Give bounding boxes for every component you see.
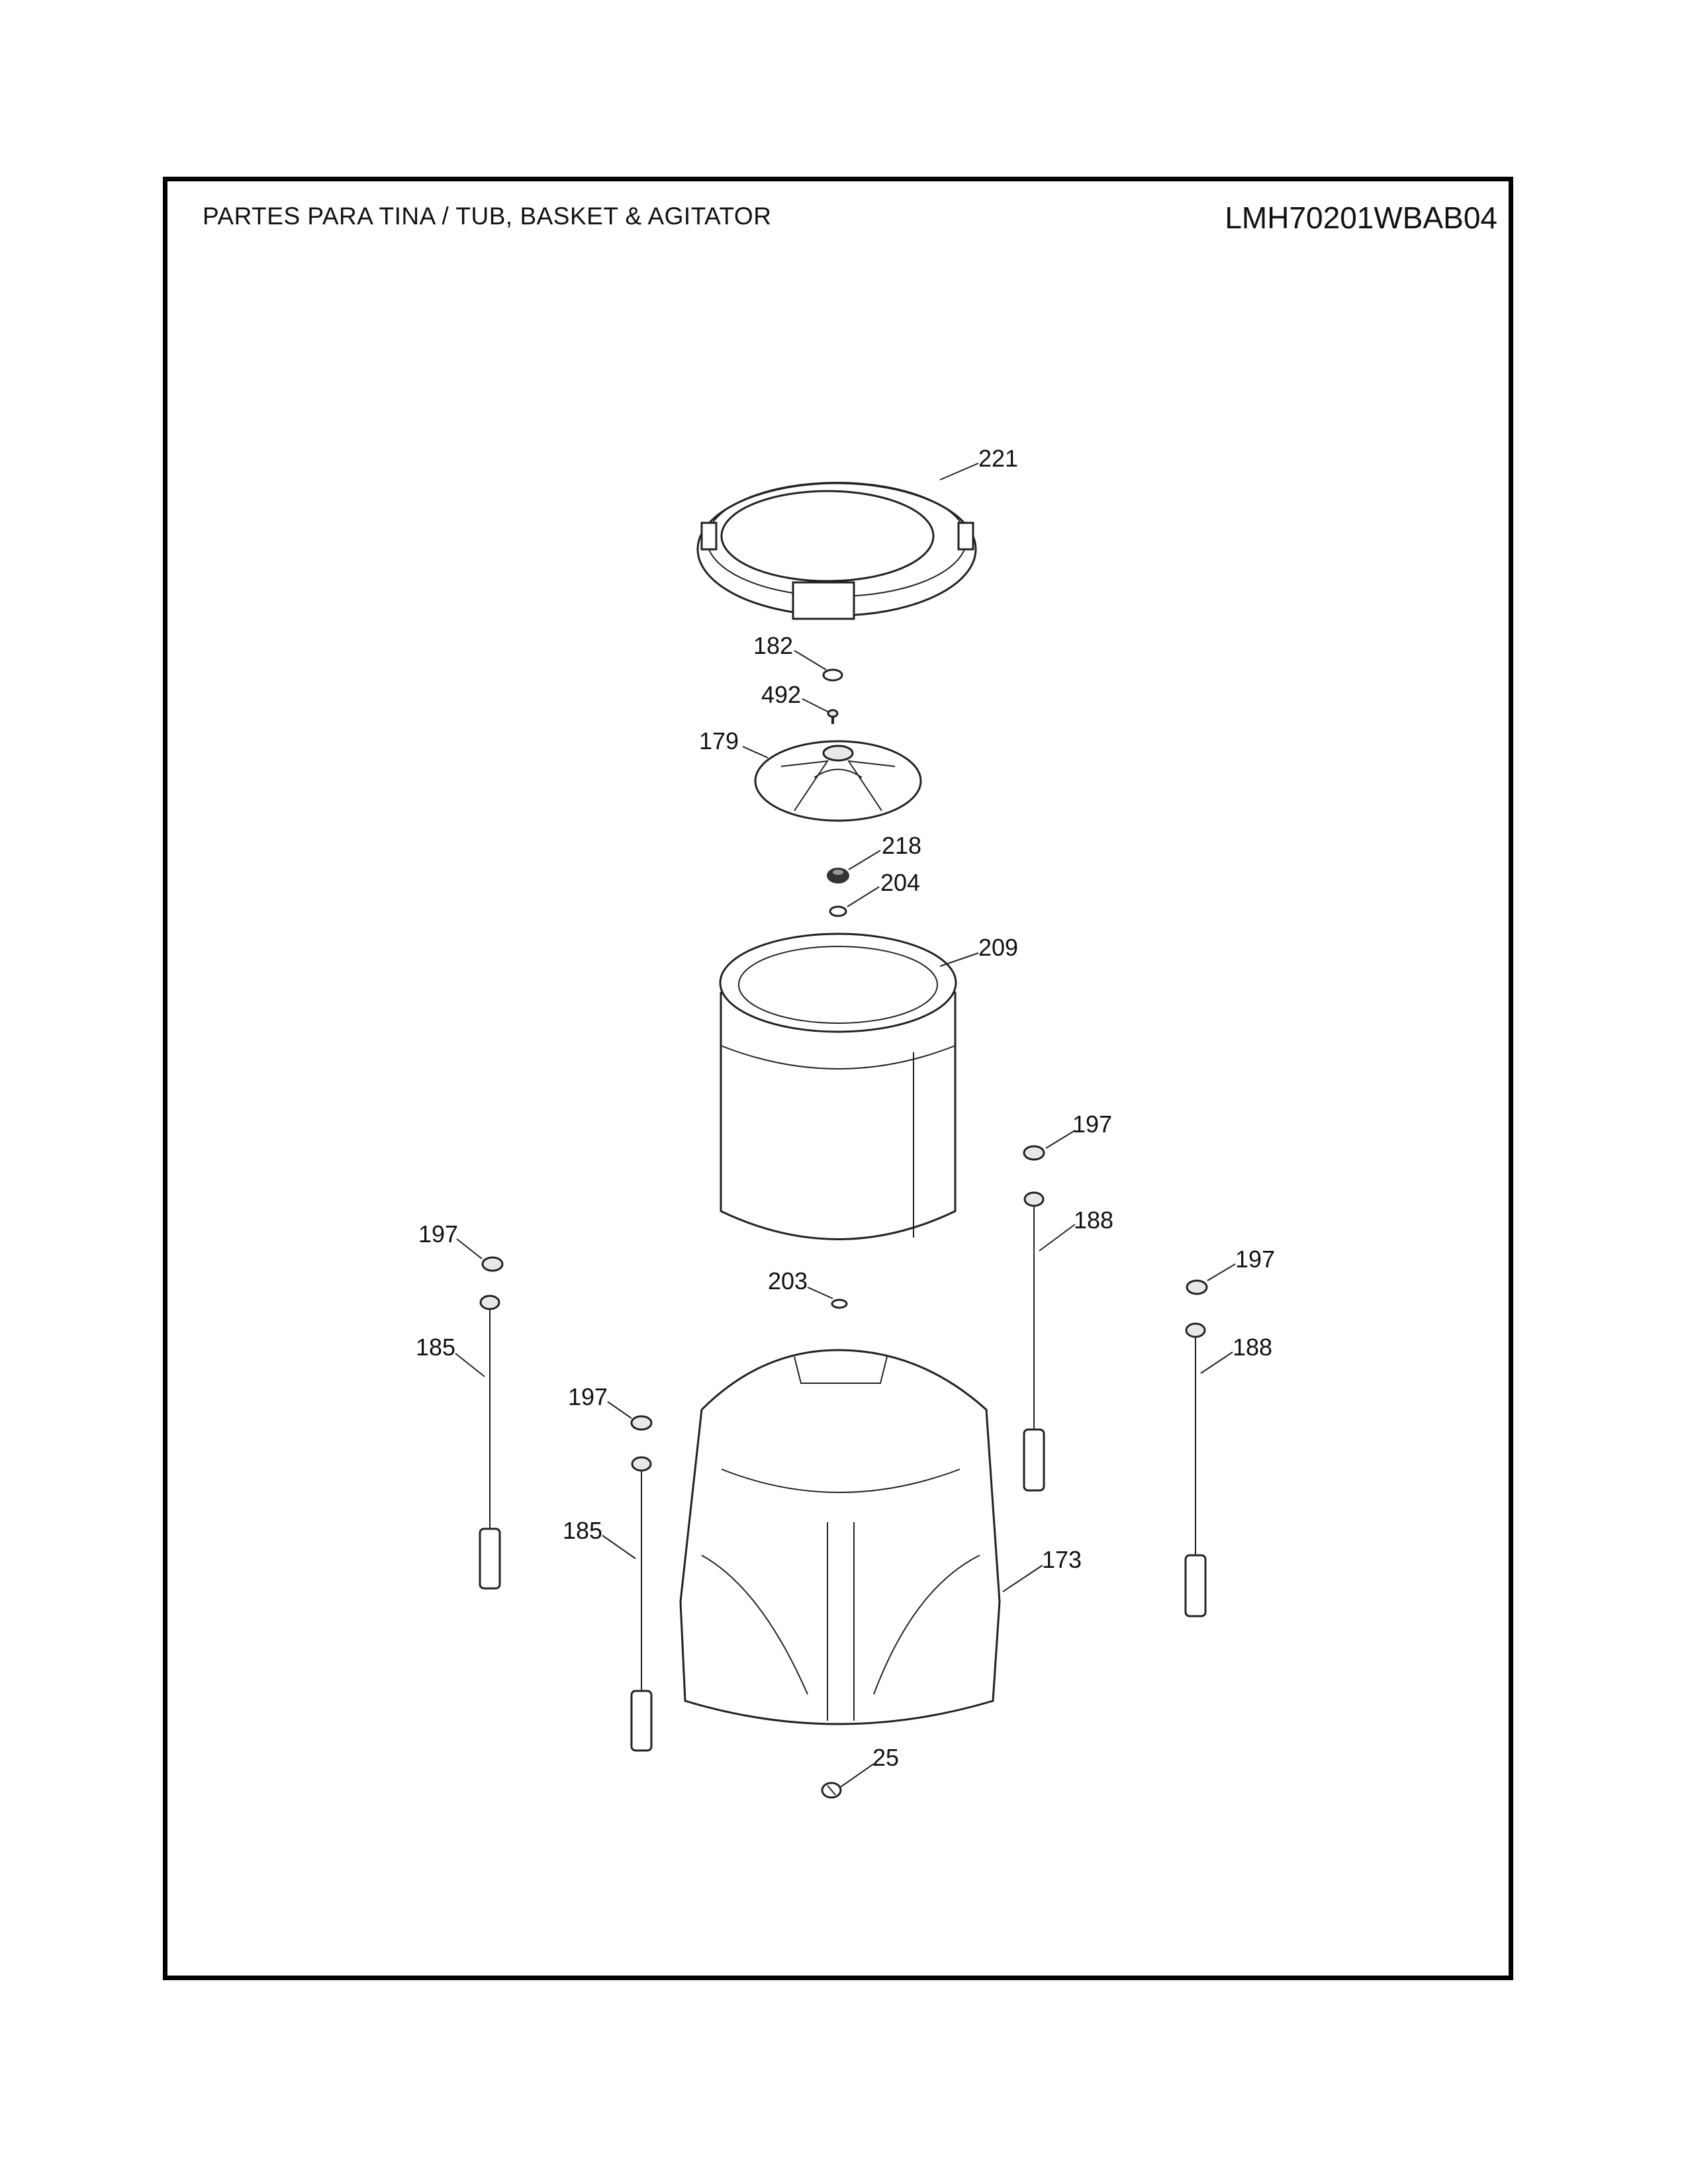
callout-182: 182 — [753, 632, 793, 659]
leader-lines — [455, 463, 1236, 1788]
callout-221: 221 — [978, 445, 1018, 472]
callout-203: 203 — [768, 1267, 808, 1295]
part-203-washer[interactable] — [831, 1298, 848, 1309]
callout-492: 492 — [761, 681, 801, 708]
part-173-outer-tub[interactable] — [679, 1349, 1001, 1725]
callout-197: 197 — [568, 1383, 608, 1410]
callout-204: 204 — [880, 869, 920, 896]
callout-188: 188 — [1074, 1206, 1113, 1234]
part-492-screw[interactable] — [827, 709, 839, 724]
part-221-tub-cover[interactable] — [696, 482, 977, 620]
callout-197: 197 — [1235, 1246, 1275, 1273]
part-209-basket[interactable] — [719, 933, 957, 1240]
part-179-pulsator[interactable] — [754, 740, 922, 822]
callout-197: 197 — [418, 1220, 458, 1248]
part-188-suspension-rod-right[interactable] — [1023, 1145, 1045, 1492]
callout-185: 185 — [416, 1334, 455, 1361]
callout-25: 25 — [872, 1744, 899, 1771]
part-182-cap[interactable] — [822, 668, 843, 682]
part-188-suspension-rod-far-right[interactable] — [1184, 1279, 1208, 1617]
callout-209: 209 — [978, 934, 1018, 961]
callout-188: 188 — [1233, 1334, 1272, 1361]
callout-197: 197 — [1072, 1111, 1112, 1138]
callout-185: 185 — [563, 1517, 602, 1544]
callout-218: 218 — [882, 832, 921, 859]
model-number: LMH70201WBAB04 — [1225, 201, 1497, 235]
diagram-title: PARTES PARA TINA / TUB, BASKET & AGITATO… — [203, 203, 772, 230]
part-204-washer[interactable] — [829, 905, 847, 917]
part-185-suspension-rod-middle[interactable] — [630, 1415, 653, 1752]
part-218-nut[interactable] — [827, 868, 849, 884]
part-25-fitting[interactable] — [821, 1782, 842, 1799]
diagram-frame — [163, 177, 1513, 1980]
callout-179: 179 — [699, 727, 739, 754]
callout-173: 173 — [1042, 1546, 1082, 1573]
part-185-suspension-rod-left[interactable] — [479, 1256, 504, 1590]
